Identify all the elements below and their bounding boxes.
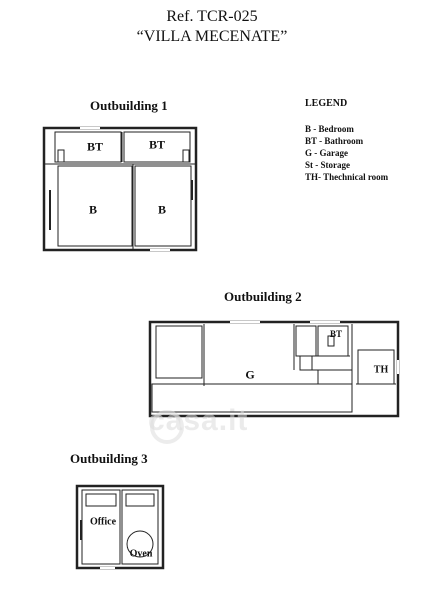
reference-code: Ref. TCR-025: [166, 8, 258, 25]
legend-item-bedroom: B - Bedroom: [305, 124, 354, 134]
legend-item-garage: G - Garage: [305, 148, 348, 158]
room-label-oven: Oven: [129, 548, 153, 560]
watermark-text: casa.it: [148, 404, 249, 437]
room-label-bedroom-2: B: [157, 202, 167, 217]
villa-name: “VILLA MECENATE”: [136, 28, 288, 45]
room-label-technical-room: TH: [373, 364, 389, 376]
legend-title: LEGEND: [305, 98, 348, 109]
room-label-garage: G: [245, 367, 255, 382]
room-label-bathroom-1: BT: [86, 139, 104, 154]
outbuilding-2-plan: [148, 320, 400, 418]
legend-item-technical-room: TH- Thechnical room: [305, 172, 389, 182]
outbuilding-2-title: Outbuilding 2: [224, 289, 302, 304]
outbuilding-3-title: Outbuilding 3: [70, 451, 148, 466]
room-label-office: Office: [89, 516, 117, 528]
outbuilding-1-plan: [42, 126, 198, 252]
legend-item-storage: St - Storage: [305, 160, 350, 170]
room-label-bedroom-1: B: [88, 202, 98, 217]
outbuilding-3-plan: [75, 484, 165, 570]
outbuilding-1-title: Outbuilding 1: [90, 98, 168, 113]
watermark-logo-icon: [150, 410, 184, 444]
legend-item-bathroom: BT - Bathroom: [305, 136, 364, 146]
room-label-bathroom-2: BT: [148, 137, 166, 152]
room-label-bathroom-3: BT: [329, 329, 343, 339]
